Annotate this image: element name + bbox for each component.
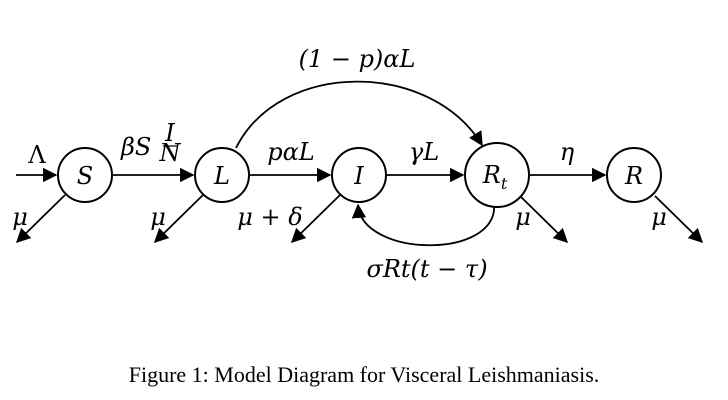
rt-to-r-label: η — [560, 138, 575, 166]
l-to-rt-curve-arrow — [235, 80, 483, 149]
node-r: R — [606, 147, 662, 203]
figure-caption: Figure 1: Model Diagram for Visceral Lei… — [128, 362, 600, 387]
s-to-l-label-pre: βS — [120, 133, 151, 161]
node-rt: Rt — [464, 142, 530, 208]
node-s-label: S — [77, 162, 93, 190]
l-outflow-arrow — [153, 194, 204, 244]
i-outflow-arrow — [290, 194, 341, 244]
node-s: S — [57, 147, 113, 203]
s-to-l-label: βS I N — [120, 119, 182, 167]
rt-outflow-label: μ — [515, 203, 531, 231]
s-to-l-frac-num: I — [164, 119, 175, 147]
rt-outflow-arrow — [519, 195, 569, 244]
i-outflow-label: μ + δ — [237, 203, 302, 231]
l-outflow-label: μ — [150, 203, 166, 231]
node-r-label: R — [624, 162, 643, 190]
s-to-l-frac-den: N — [159, 139, 182, 167]
node-i-label: I — [353, 162, 364, 190]
inflow-label: Λ — [27, 141, 46, 169]
rt-to-i-curve-label: σRt(t − τ) — [366, 255, 487, 283]
node-l: L — [194, 147, 250, 203]
node-l-label: L — [213, 162, 230, 190]
i-to-rt-label: γL — [409, 138, 439, 166]
r-outflow-label: μ — [651, 203, 667, 231]
rt-to-i-curve-arrow — [351, 202, 495, 247]
node-rt-sub: t — [501, 174, 508, 193]
s-outflow-label: μ — [12, 203, 28, 231]
node-rt-label: Rt — [482, 161, 508, 193]
s-outflow-arrow — [15, 194, 66, 244]
l-to-rt-curve-label: (1 − p)αL — [299, 45, 416, 73]
r-outflow-arrow — [654, 195, 704, 244]
node-i: I — [331, 147, 387, 203]
node-rt-main: R — [482, 161, 501, 189]
l-to-i-label: pαL — [267, 138, 315, 166]
